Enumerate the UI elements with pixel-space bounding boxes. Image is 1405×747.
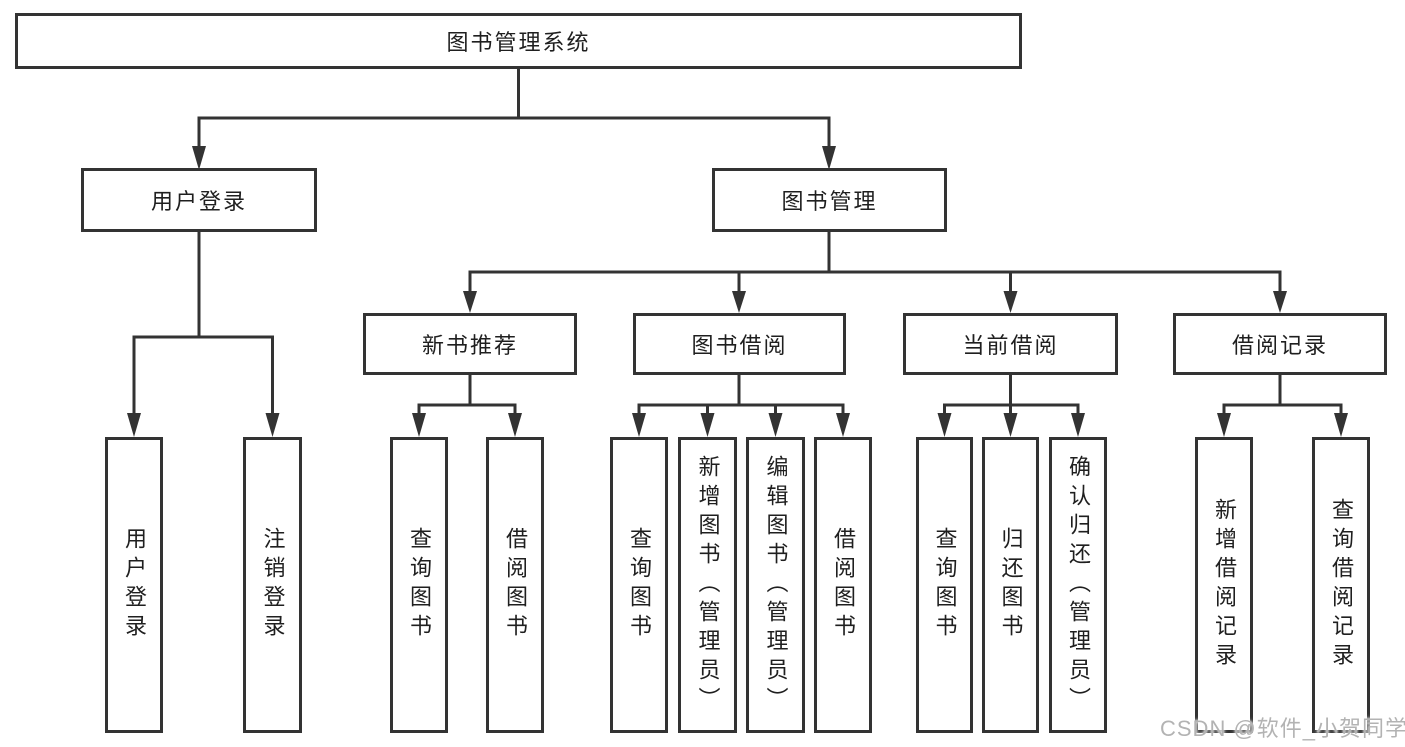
- node-borrowing-records: 借阅记录: [1173, 313, 1387, 375]
- leaf-return-books: 归还图书: [982, 437, 1039, 733]
- leaf-borrow-books: 借阅图书: [486, 437, 544, 733]
- node-new-book-recommendation: 新书推荐: [363, 313, 577, 375]
- leaf-logout: 注销登录: [243, 437, 302, 733]
- leaf-query-books: 查询图书: [610, 437, 668, 733]
- node-library-management-system: 图书管理系统: [15, 13, 1022, 69]
- leaf-query-books: 查询图书: [390, 437, 448, 733]
- node-book-management: 图书管理: [712, 168, 947, 232]
- leaf-add-borrow-record: 新增借阅记录: [1195, 437, 1253, 733]
- node-current-borrowing: 当前借阅: [903, 313, 1118, 375]
- leaf-borrow-books: 借阅图书: [814, 437, 872, 733]
- leaf-user-login: 用户登录: [105, 437, 163, 733]
- leaf-query-books: 查询图书: [916, 437, 973, 733]
- node-user-login: 用户登录: [81, 168, 317, 232]
- leaf-query-borrow-record: 查询借阅记录: [1312, 437, 1370, 733]
- leaf-edit-books-admin: 编辑图书（管理员）: [746, 437, 805, 733]
- node-book-borrowing: 图书借阅: [633, 313, 846, 375]
- leaf-add-books-admin: 新增图书（管理员）: [678, 437, 737, 733]
- csdn-watermark: CSDN @软件_小贺同学: [1160, 716, 1405, 741]
- leaf-confirm-return-admin: 确认归还（管理员）: [1049, 437, 1107, 733]
